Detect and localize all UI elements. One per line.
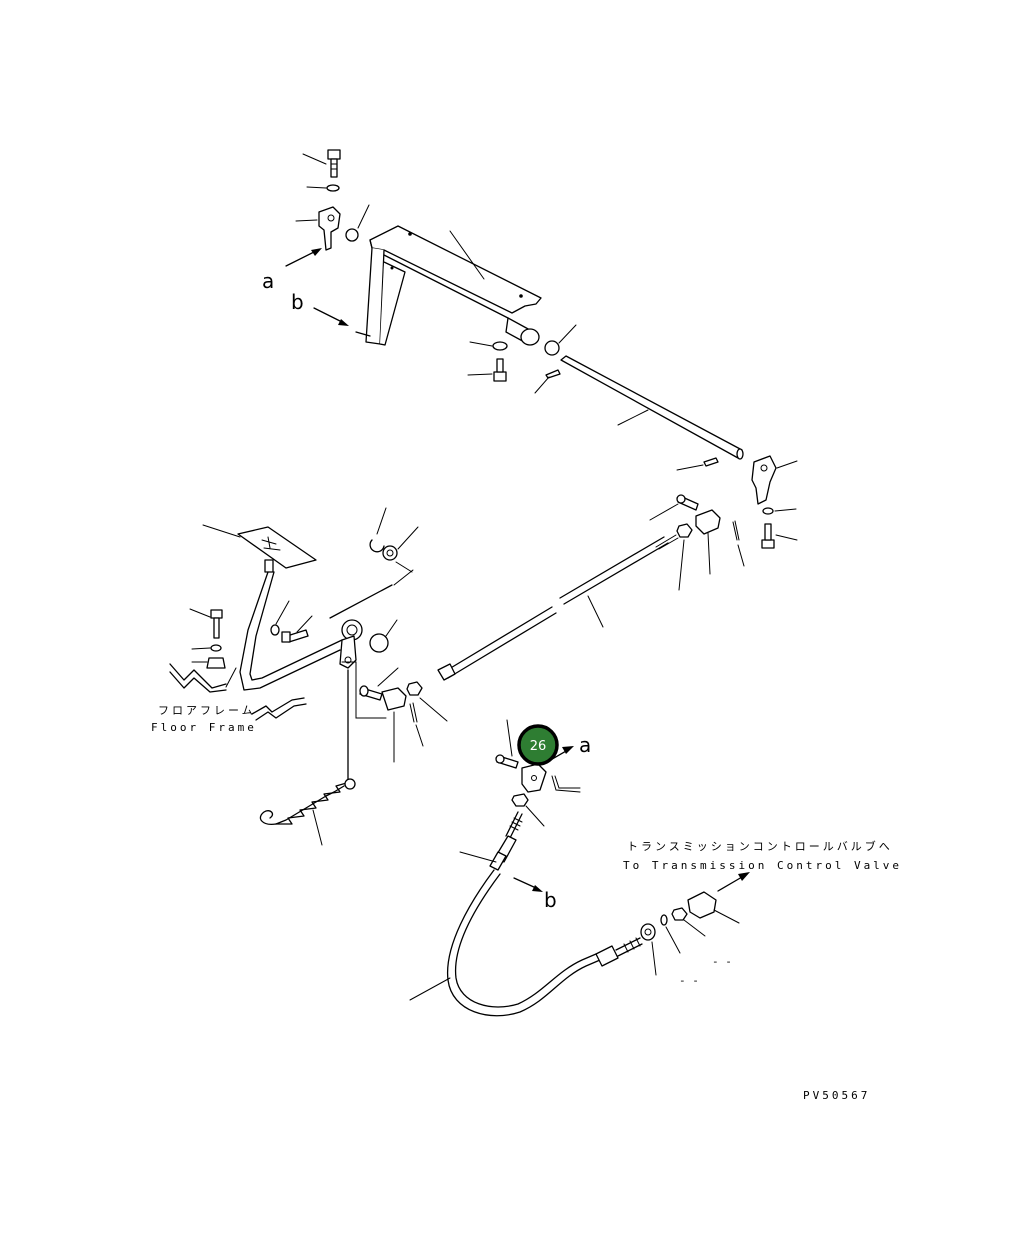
ref-label-a-bottom: a [579, 733, 591, 757]
upper-clevis [695, 509, 721, 575]
drawing-number: PV50567 [803, 1089, 870, 1102]
lower-pin [359, 667, 399, 701]
lower-cotter-pin [409, 702, 424, 747]
upper-cotter-pin [732, 520, 745, 567]
callout-26-circle[interactable] [517, 724, 559, 766]
upper-pin [649, 494, 699, 521]
control-cable [409, 811, 643, 1017]
control-rod [437, 534, 679, 681]
pedal-bolt-vertical [189, 608, 223, 639]
top-washer [306, 184, 340, 192]
ref-arrow-b-bottom [513, 877, 543, 892]
ref-arrow-b-top [313, 307, 349, 326]
valve-small-washer [660, 914, 681, 954]
return-spring [259, 669, 356, 846]
top-lever-bracket [295, 206, 341, 251]
ref-label-a-top: a [262, 269, 274, 293]
dash-mark-1: - - [712, 955, 732, 968]
lower-clevis [381, 687, 407, 763]
top-bushing [345, 204, 370, 242]
snap-ring [369, 507, 387, 553]
right-lever [751, 455, 798, 505]
floor-frame-label-jp: フロアフレーム [158, 704, 256, 717]
pedal-nut [191, 644, 226, 669]
floor-frame-label-en: Floor Frame [151, 721, 257, 734]
pedal-pad [202, 524, 317, 569]
pedal-arm [239, 559, 414, 691]
support-bracket [355, 225, 542, 346]
pedal-bushing [369, 619, 398, 653]
cable-nut [511, 793, 545, 827]
valve-nut [671, 907, 706, 937]
pedal-bolt-horizontal [281, 615, 313, 643]
ref-label-b-top: b [291, 290, 304, 314]
valve-clevis [687, 891, 740, 924]
ref-arrow-a-bottom [546, 746, 574, 763]
cable-end-pin [495, 719, 519, 769]
dash-mark-2: - - [679, 974, 699, 987]
ref-label-b-bottom: b [544, 888, 557, 912]
valve-washer [640, 923, 657, 976]
right-bolt [761, 523, 798, 549]
ref-arrow-valve [717, 872, 750, 892]
tcv-label-en: To Transmission Control Valve [623, 859, 902, 872]
upper-nut [676, 523, 693, 591]
tcv-label-jp: トランスミッションコントロールバルブへ [627, 839, 893, 853]
cross-shaft [534, 324, 744, 471]
rod-bracket-line [341, 661, 387, 719]
callout-26-number[interactable]: 26 [530, 739, 547, 754]
bracket-washer [469, 341, 508, 351]
top-bolt [302, 149, 341, 178]
right-washer [762, 507, 797, 515]
pedal-washer [382, 526, 419, 573]
cable-cotter-pin [551, 775, 581, 793]
lower-nut [406, 681, 448, 722]
bracket-bolt [467, 358, 507, 382]
callout-26[interactable]: 26 [517, 724, 559, 766]
cable-yoke [521, 763, 547, 793]
floor-frame-outline [169, 663, 307, 721]
ref-arrow-a-top [285, 248, 322, 267]
pedal-side-washer [270, 600, 290, 636]
